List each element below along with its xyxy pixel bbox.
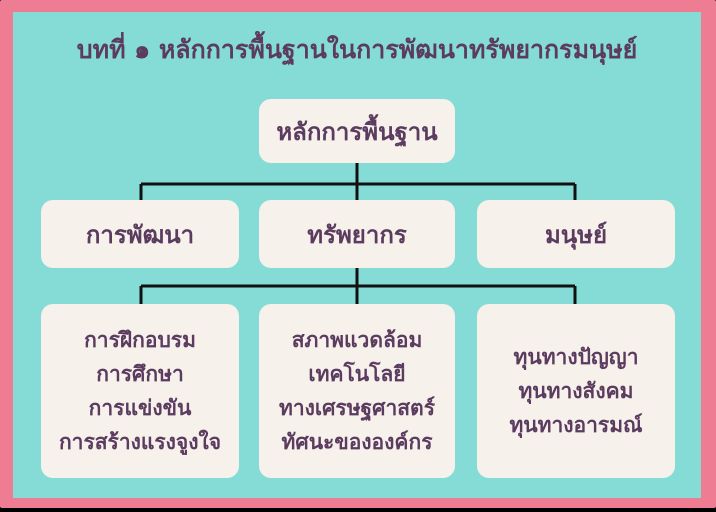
root-node: หลักการพื้นฐาน bbox=[259, 99, 455, 163]
detail-line: เทคโนโลยี bbox=[308, 362, 406, 386]
connector-lines bbox=[139, 163, 577, 304]
detail-line: การสร้างแรงจูงใจ bbox=[58, 430, 222, 454]
diagram-title: บทที่ ๑ หลักการพื้นฐานในการพัฒนาทรัพยากร… bbox=[76, 35, 638, 64]
detail-line: การแข่งขัน bbox=[88, 396, 192, 420]
detail-line: ทัศนะขององค์กร bbox=[281, 430, 433, 454]
detail-line: ทุนทางอารมณ์ bbox=[509, 413, 643, 437]
node-resources-details: สภาพแวดล้อม เทคโนโลยี ทางเศรษฐศาสตร์ ทัศ… bbox=[259, 304, 455, 478]
detail-line: ทุนทางสังคม bbox=[518, 379, 634, 403]
detail-line: ทุนทางปัญญา bbox=[513, 345, 639, 369]
node-human-details: ทุนทางปัญญา ทุนทางสังคม ทุนทางอารมณ์ bbox=[477, 304, 675, 478]
node-human: มนุษย์ bbox=[477, 200, 675, 268]
detail-line: การฝึกอบรม bbox=[84, 328, 196, 352]
node-development: การพัฒนา bbox=[41, 200, 239, 268]
detail-line: ทางเศรษฐศาสตร์ bbox=[279, 396, 435, 420]
node-development-details: การฝึกอบรม การศึกษา การแข่งขัน การสร้างแ… bbox=[41, 304, 239, 478]
node-resources: ทรัพยากร bbox=[259, 200, 455, 268]
detail-line: การศึกษา bbox=[96, 362, 184, 386]
detail-line: สภาพแวดล้อม bbox=[291, 328, 423, 352]
diagram-panel: บทที่ ๑ หลักการพื้นฐานในการพัฒนาทรัพยากร… bbox=[13, 12, 701, 498]
